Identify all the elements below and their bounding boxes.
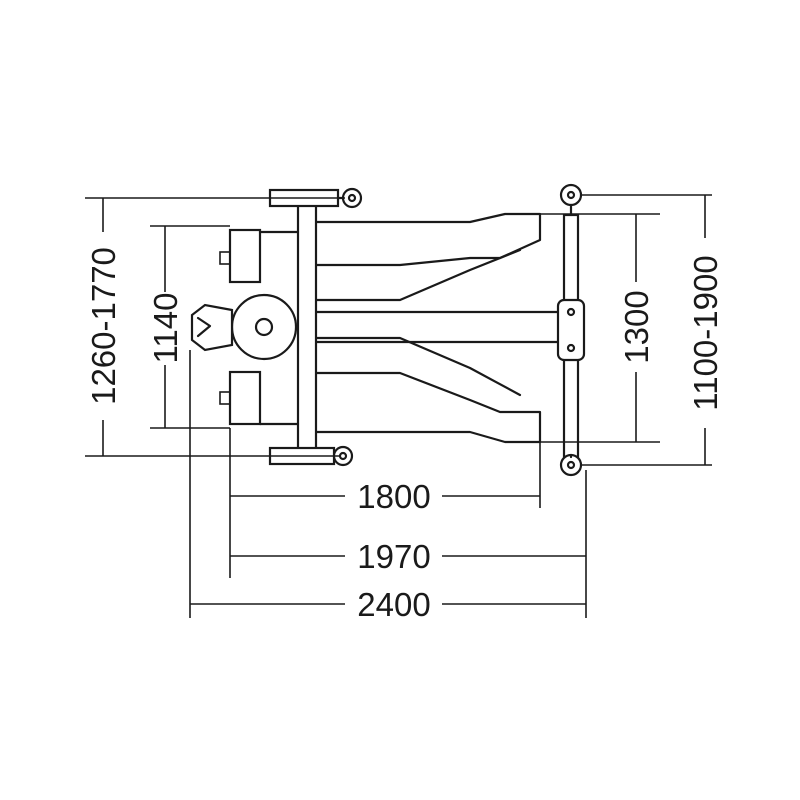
dimension-lines	[85, 194, 712, 618]
lift-frame	[190, 183, 586, 477]
dim-bottom-1970: 1970	[357, 538, 430, 575]
lower-arm-inner	[308, 336, 522, 397]
dim-bottom-2400: 2400	[357, 586, 430, 623]
right-cylinder-block	[556, 298, 586, 362]
upper-arm-inner	[308, 248, 522, 302]
upper-housing	[228, 228, 262, 284]
dim-bottom-1800: 1800	[357, 478, 430, 515]
drum	[230, 293, 298, 361]
cross-bar	[296, 198, 318, 464]
dim-left-outer: 1260-1770	[85, 247, 122, 405]
dim-right-inner: 1300	[618, 290, 655, 363]
right-cylinder-top	[562, 213, 580, 307]
motor	[190, 303, 234, 352]
upper-arm	[308, 212, 542, 267]
dim-right-outer: 1100-1900	[687, 255, 724, 410]
upper-left-eye	[341, 187, 363, 209]
dimension-labels: 1260-1770 1140 1300 1100-1900 1800 1970 …	[85, 247, 724, 623]
drum-hub	[254, 317, 274, 337]
lower-housing	[228, 370, 262, 426]
dim-left-inner: 1140	[147, 293, 184, 364]
upper-right-eye	[559, 183, 583, 207]
lower-arm	[308, 371, 542, 444]
